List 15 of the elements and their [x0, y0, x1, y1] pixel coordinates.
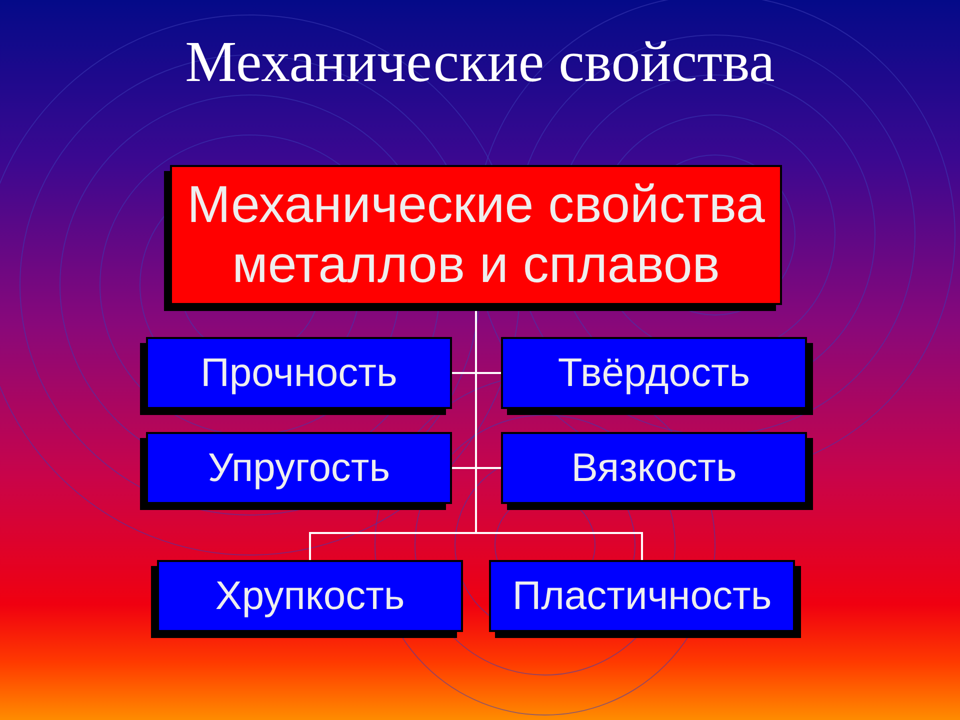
box-label: Упругость	[208, 445, 390, 491]
connector-line	[476, 372, 501, 374]
box-label: Пластичность	[512, 573, 772, 619]
box-label: Твёрдость	[558, 350, 750, 396]
box-label: Механические свойства металлов и сплавов	[186, 175, 766, 295]
connector-line	[452, 372, 476, 374]
box-label: Хрупкость	[215, 573, 405, 619]
connector-line	[309, 532, 476, 560]
box-label: Вязкость	[571, 445, 737, 491]
box-label: Прочность	[200, 350, 398, 396]
connector-line	[475, 311, 477, 533]
connector-line	[476, 467, 501, 469]
slide-title: Механические свойства	[185, 28, 775, 96]
connector-line	[452, 467, 476, 469]
connector-line	[476, 532, 643, 560]
